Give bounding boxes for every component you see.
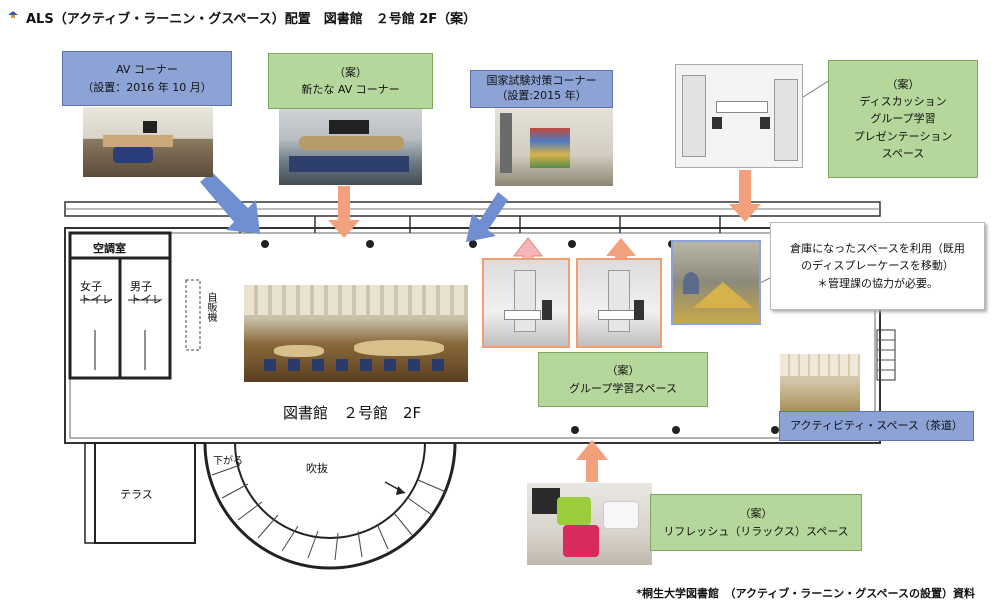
new-av-callout: （案） 新たな AV コーナー (268, 53, 433, 109)
warehouse-photo (671, 240, 761, 325)
warehouse-callout: 倉庫になったスペースを利用（既用 のディスプレーケースを移動） ＊管理課の協力が… (770, 222, 985, 310)
page-title: ALS（アクティブ・ラーニン・グスペース）配置 図書館 ２号館 2F（案） (26, 12, 477, 27)
column-dot (261, 240, 269, 248)
men-toilet-label-2: トイレ (130, 293, 163, 306)
warehouse-line-3: ＊管理課の協力が必要。 (817, 276, 938, 290)
activity-space-callout: アクティビティ・スペース（茶道） (779, 411, 974, 441)
discussion-line: ディスカッション (859, 95, 947, 109)
av-corner-photo (83, 107, 213, 177)
footer-source: *桐生大学図書館 （アクティブ・ラーニン・グスペースの設置）資料 (636, 587, 975, 600)
refresh-title: リフレッシュ（リラックス）スペース (663, 524, 849, 538)
national-exam-title: 国家試験対策コーナー (486, 74, 597, 88)
refresh-callout: （案） リフレッシュ（リラックス）スペース (650, 494, 862, 551)
space-line: スペース (881, 146, 925, 160)
bullet-icon (8, 11, 18, 18)
refresh-photo (527, 483, 652, 565)
new-av-photo (279, 108, 422, 185)
warehouse-line-2: のディスプレーケースを移動） (801, 259, 954, 273)
presentation-line: プレゼンテーション (853, 129, 953, 143)
national-exam-date: （設置:2015 年） (496, 89, 587, 102)
atrium-label: 吹抜 (306, 462, 328, 475)
vending-label: 自販機 (205, 292, 216, 322)
tea-ceremony-photo (780, 354, 860, 411)
down-label: 下がる (213, 456, 243, 467)
av-corner-date: （設置：2016 年 10 月） (82, 80, 212, 94)
group-study-callout: （案） グループ学習スペース (538, 352, 708, 407)
group-study-proposal: （案） (606, 364, 640, 378)
new-av-proposal: （案） (334, 65, 367, 79)
air-room-label: 空調室 (93, 242, 126, 255)
refresh-proposal: （案） (739, 507, 773, 521)
national-exam-photo (495, 108, 613, 186)
men-toilet-label: 男子 (130, 280, 152, 293)
warehouse-line-1: 倉庫になったスペースを利用（既用 (790, 242, 965, 256)
av-corner-callout: AV コーナー （設置：2016 年 10 月） (62, 51, 232, 106)
group-study-photo-1 (482, 258, 570, 348)
women-toilet-label: 女子 (80, 280, 102, 293)
discussion-photo (675, 64, 803, 168)
orange-arrow (328, 186, 360, 238)
women-toilet-label-2: トイレ (80, 293, 113, 306)
discussion-proposal: （案） (886, 78, 920, 92)
terrace-label: テラス (120, 488, 153, 501)
floor-name-label: 図書館 ２号館 2F (283, 404, 422, 422)
national-exam-callout: 国家試験対策コーナー （設置:2015 年） (470, 70, 613, 108)
group-study-line: グループ学習 (870, 112, 936, 126)
new-av-title: 新たな AV コーナー (301, 83, 400, 96)
library-floor-photo (244, 285, 468, 382)
discussion-callout: （案） ディスカッション グループ学習 プレゼンテーション スペース (828, 60, 978, 178)
blue-arrow (200, 172, 260, 234)
group-study-photo-2 (576, 258, 662, 348)
group-study-title: グループ学習スペース (568, 381, 678, 395)
av-corner-title: AV コーナー (116, 63, 178, 77)
activity-space-title: アクティビティ・スペース（茶道） (790, 419, 963, 433)
